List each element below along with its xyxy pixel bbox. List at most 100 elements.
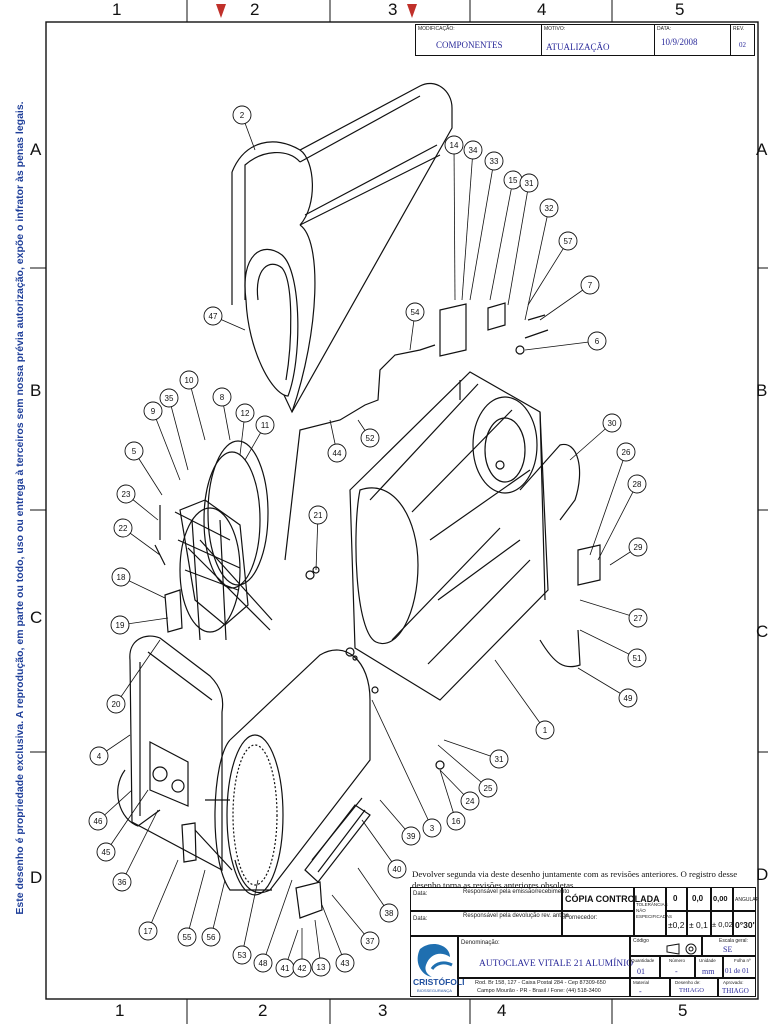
row-label-d: D bbox=[30, 868, 43, 887]
leader-line bbox=[494, 659, 546, 731]
balloon-label: 37 bbox=[366, 937, 375, 946]
balloon-label: 1 bbox=[543, 726, 548, 735]
balloon-circle bbox=[201, 927, 221, 947]
balloon-circle bbox=[387, 859, 407, 879]
leader-line bbox=[105, 789, 149, 853]
heater-part bbox=[295, 797, 371, 919]
material-label: Material bbox=[633, 980, 650, 985]
tolerancias-label: TOLERÂNCIAS NÃO ESPECIFICADAS bbox=[636, 902, 673, 919]
leader-line bbox=[121, 809, 159, 883]
leader-line bbox=[241, 879, 259, 956]
escala-label: Escala geral: bbox=[719, 938, 748, 944]
codigo-label: Código bbox=[633, 938, 649, 944]
balloon-label: 20 bbox=[112, 700, 121, 709]
balloon-label: 47 bbox=[209, 312, 218, 321]
balloon-label: 45 bbox=[102, 848, 111, 857]
balloon-label: 46 bbox=[94, 817, 103, 826]
data1-label: Data: bbox=[413, 891, 428, 897]
balloon-label: 23 bbox=[122, 490, 131, 499]
balloon-label: 30 bbox=[608, 419, 617, 428]
balloon-circle bbox=[444, 135, 464, 155]
balloon-31: 31 bbox=[507, 173, 539, 306]
row-label-b-right: B bbox=[756, 381, 768, 400]
balloon-1: 1 bbox=[494, 659, 555, 740]
balloon-31: 31 bbox=[443, 739, 509, 769]
balloon-label: 44 bbox=[333, 449, 342, 458]
column-label-5: 5 bbox=[675, 0, 685, 19]
leader-line bbox=[597, 483, 638, 561]
balloon-7: 7 bbox=[539, 275, 600, 321]
balloon-circle bbox=[405, 302, 425, 322]
unidade-label: Unidade bbox=[699, 958, 716, 963]
motivo-label: MOTIVO: bbox=[544, 26, 566, 32]
balloon-label: 34 bbox=[469, 146, 478, 155]
tol-val-3-text: ± 0,02 bbox=[712, 920, 733, 929]
balloon-label: 32 bbox=[545, 204, 554, 213]
balloon-label: 57 bbox=[564, 237, 573, 246]
column-label-2: 2 bbox=[250, 0, 260, 19]
rev-value: 02 bbox=[739, 41, 746, 49]
balloon-circle bbox=[311, 957, 331, 977]
leader-line bbox=[321, 904, 346, 964]
balloon-label: 26 bbox=[622, 448, 631, 457]
denominacao-value: AUTOCLAVE VITALE 21 ALUMÍNIO bbox=[479, 959, 634, 969]
balloon-37: 37 bbox=[331, 894, 380, 951]
balloon-23: 23 bbox=[116, 484, 159, 521]
balloon-2: 2 bbox=[232, 105, 256, 151]
tol-val-2-text: ± 0,1 bbox=[689, 920, 708, 930]
denominacao-label: Denominação: bbox=[461, 940, 500, 946]
resp-emissao: Responsável pela emissão/recebimento bbox=[463, 889, 570, 895]
balloon-label: 42 bbox=[298, 964, 307, 973]
material-value: - bbox=[639, 987, 642, 996]
balloon-label: 40 bbox=[393, 865, 402, 874]
leader-line bbox=[489, 179, 514, 301]
column-label-3: 3 bbox=[388, 0, 398, 19]
balloon-label: 2 bbox=[240, 111, 245, 120]
folha-value: 01 de 01 bbox=[725, 967, 750, 975]
balloon-41: 41 bbox=[275, 929, 299, 978]
balloon-43: 43 bbox=[321, 904, 355, 973]
aprovado-cell: Aprovado: THIAGO bbox=[718, 978, 756, 997]
tol-head-2-text: 0,0 bbox=[692, 894, 704, 903]
rev-label: REV. bbox=[733, 26, 745, 32]
column-label-1: 1 bbox=[112, 0, 122, 19]
balloon-circle bbox=[379, 903, 399, 923]
balloon-40: 40 bbox=[361, 819, 407, 879]
address-line-2: Campo Mourão - PR - Brasil / Fone: (44) … bbox=[477, 988, 601, 994]
balloon-label: 33 bbox=[490, 157, 499, 166]
balloon-label: 12 bbox=[241, 409, 250, 418]
balloon-42: 42 bbox=[292, 928, 312, 978]
balloon-label: 43 bbox=[341, 959, 350, 968]
tol-val-1: ±0,2 bbox=[666, 911, 687, 936]
balloon-12: 12 bbox=[235, 403, 255, 456]
denominacao-cell: Denominação: AUTOCLAVE VITALE 21 ALUMÍNI… bbox=[458, 936, 634, 978]
balloon-circle bbox=[255, 415, 275, 435]
balloon-circle bbox=[558, 231, 578, 251]
balloon-label: 5 bbox=[132, 447, 137, 456]
balloon-circle bbox=[587, 331, 607, 351]
balloon-21: 21 bbox=[308, 505, 328, 571]
codigo-cell: Código bbox=[630, 936, 702, 956]
balloon-label: 29 bbox=[634, 543, 643, 552]
tol-val-1-text: ±0,2 bbox=[668, 920, 685, 930]
balloon-label: 25 bbox=[484, 784, 493, 793]
balloon-label: 18 bbox=[117, 573, 126, 582]
balloon-54: 54 bbox=[405, 302, 425, 351]
modificacao-value: COMPONENTES bbox=[436, 40, 503, 50]
balloon-label: 31 bbox=[495, 755, 504, 764]
material-cell: Material - bbox=[630, 978, 670, 997]
balloon-label: 8 bbox=[220, 393, 225, 402]
balloon-4: 4 bbox=[89, 734, 131, 766]
balloon-34: 34 bbox=[461, 140, 483, 301]
quantidade-value: 01 bbox=[637, 967, 645, 976]
tb-devolucao-cell: Data: Responsável pela devolução rev. an… bbox=[410, 911, 569, 936]
leader-line bbox=[168, 397, 189, 471]
cover-part bbox=[231, 82, 453, 414]
balloon-label: 19 bbox=[116, 621, 125, 630]
side-cover-part bbox=[117, 635, 224, 871]
row-label-c-right: C bbox=[756, 622, 768, 641]
balloon-circle bbox=[401, 826, 421, 846]
balloon-17: 17 bbox=[138, 859, 179, 941]
balloon-circle bbox=[627, 474, 647, 494]
